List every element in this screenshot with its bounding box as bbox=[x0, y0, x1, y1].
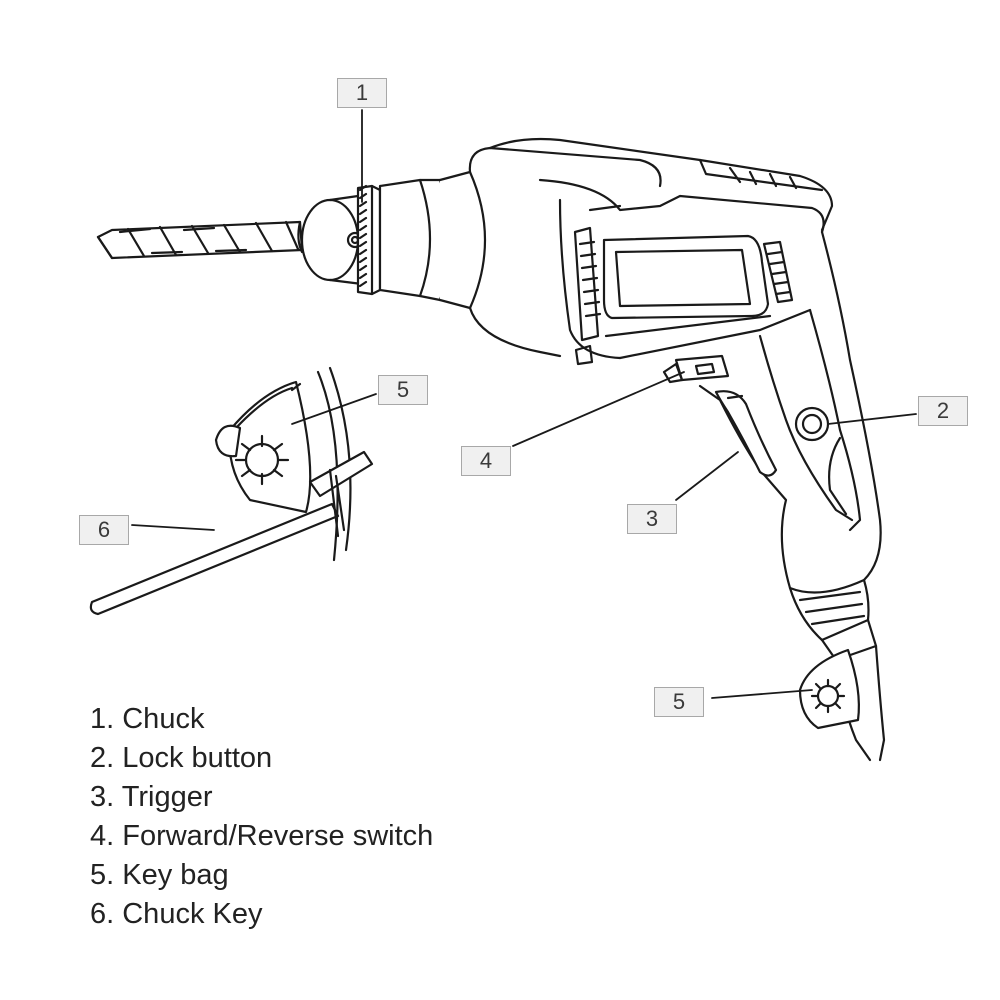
leader-lines bbox=[131, 109, 917, 699]
callout-chuck: 1 bbox=[337, 78, 387, 108]
legend-item-lock-button: 2. Lock button bbox=[90, 742, 273, 774]
key-bag-with-chuck-key bbox=[89, 366, 374, 616]
legend-item-key-bag: 5. Key bag bbox=[90, 859, 229, 891]
legend-item-chuck-key: 6. Chuck Key bbox=[90, 898, 263, 930]
callout-chuck-key: 6 bbox=[79, 515, 129, 545]
callout-key-bag-cord: 5 bbox=[654, 687, 704, 717]
legend-item-trigger: 3. Trigger bbox=[90, 781, 213, 813]
callout-trigger: 3 bbox=[627, 504, 677, 534]
drill-bit bbox=[96, 220, 304, 260]
callout-key-bag-left: 5 bbox=[378, 375, 428, 405]
callout-forward-reverse-switch: 4 bbox=[461, 446, 511, 476]
drill-body bbox=[438, 137, 886, 762]
legend-item-forward-reverse-switch: 4. Forward/Reverse switch bbox=[90, 820, 434, 852]
chuck bbox=[297, 178, 453, 302]
parts-legend: 1. Chuck 2. Lock button 3. Trigger 4. Fo… bbox=[90, 700, 433, 934]
callout-lock-button: 2 bbox=[918, 396, 968, 426]
legend-item-chuck: 1. Chuck bbox=[90, 703, 205, 735]
